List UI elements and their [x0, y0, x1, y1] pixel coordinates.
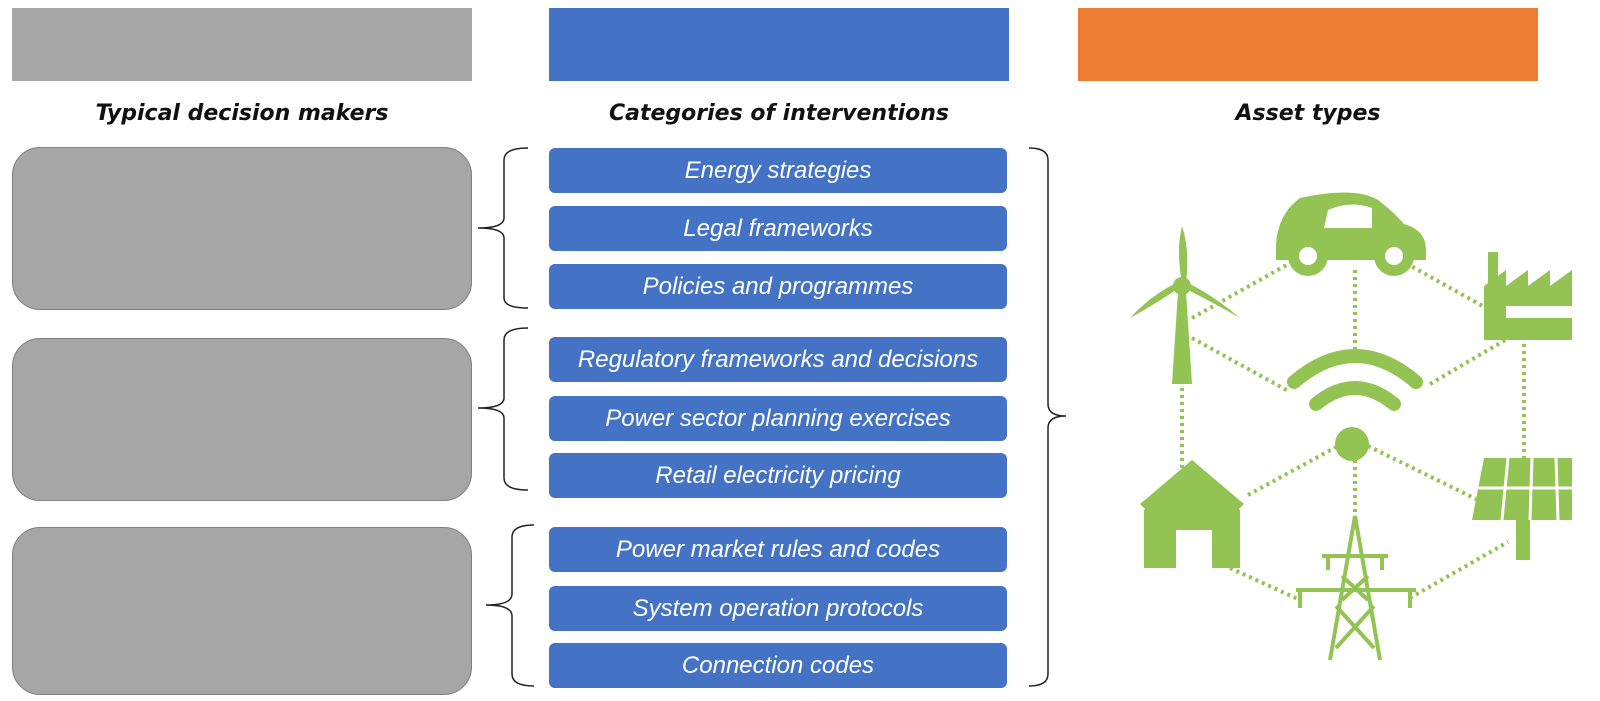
house-icon	[1140, 460, 1244, 568]
left-brace-1	[477, 147, 529, 309]
decision-maker-box-2	[12, 338, 472, 501]
intervention-item: Policies and programmes	[549, 264, 1007, 309]
decision-maker-box-1	[12, 147, 472, 310]
title-asset-types: Asset types	[1235, 101, 1381, 126]
left-brace-3	[485, 524, 535, 687]
decision-maker-box-3	[12, 527, 472, 695]
intervention-item: Energy strategies	[549, 148, 1007, 193]
wind-turbine-icon	[1130, 226, 1240, 384]
intervention-item: Power market rules and codes	[549, 527, 1007, 572]
intervention-item: Legal frameworks	[549, 206, 1007, 251]
title-interventions: Categories of interventions	[608, 101, 950, 126]
asset-network	[1130, 192, 1572, 661]
header-bar-middle	[549, 8, 1009, 81]
header-bar-left	[12, 8, 472, 81]
wifi-hub-icon	[1287, 349, 1423, 411]
intervention-item: Connection codes	[549, 643, 1007, 688]
factory-icon	[1484, 252, 1572, 340]
transmission-tower-icon	[1296, 515, 1416, 661]
intervention-item: Regulatory frameworks and decisions	[549, 337, 1007, 382]
intervention-item: Retail electricity pricing	[549, 453, 1007, 498]
title-decision-makers: Typical decision makers	[95, 101, 389, 126]
right-brace	[1028, 147, 1067, 687]
header-bar-right	[1078, 8, 1538, 81]
left-brace-2	[477, 327, 529, 491]
intervention-item: Power sector planning exercises	[549, 396, 1007, 441]
intervention-item: System operation protocols	[549, 586, 1007, 631]
network-links	[1180, 258, 1526, 602]
